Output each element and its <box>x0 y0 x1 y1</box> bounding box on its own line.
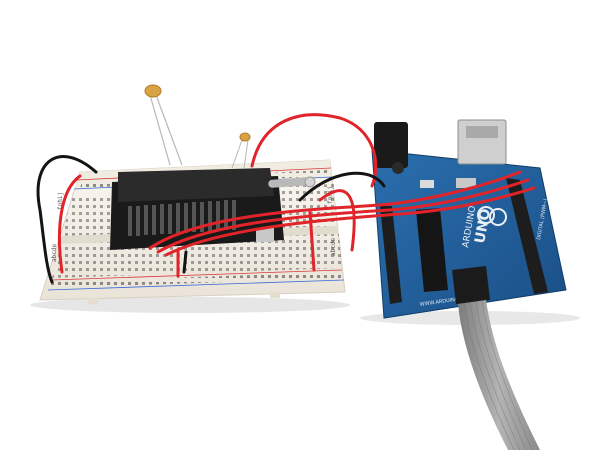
wire-red-left <box>57 174 82 274</box>
wire-red-jumper-3 <box>308 210 316 272</box>
breadboard-letters-right-top: fghij <box>327 186 334 204</box>
wire-red-right <box>318 189 356 252</box>
wire-black-right <box>298 171 386 202</box>
wire-red-bundle-1 <box>148 170 522 250</box>
breadboard-letters-top: fghij <box>57 192 64 210</box>
wire-black-left <box>36 155 98 284</box>
icsp-connector <box>452 266 490 304</box>
ribbon-cable <box>458 300 540 450</box>
breadboard-letters-bottom: abcde <box>51 244 58 262</box>
breadboard-letters-right-bottom: abcde <box>330 238 337 256</box>
wire-red-jumper-2 <box>182 250 188 274</box>
wires <box>36 113 536 284</box>
dc-jack <box>374 122 408 168</box>
wire-red-top-loop <box>250 113 378 188</box>
wire-red-bundle-3 <box>164 186 536 257</box>
capacitors <box>144 84 251 169</box>
wire-red-bundle-2 <box>156 178 530 254</box>
